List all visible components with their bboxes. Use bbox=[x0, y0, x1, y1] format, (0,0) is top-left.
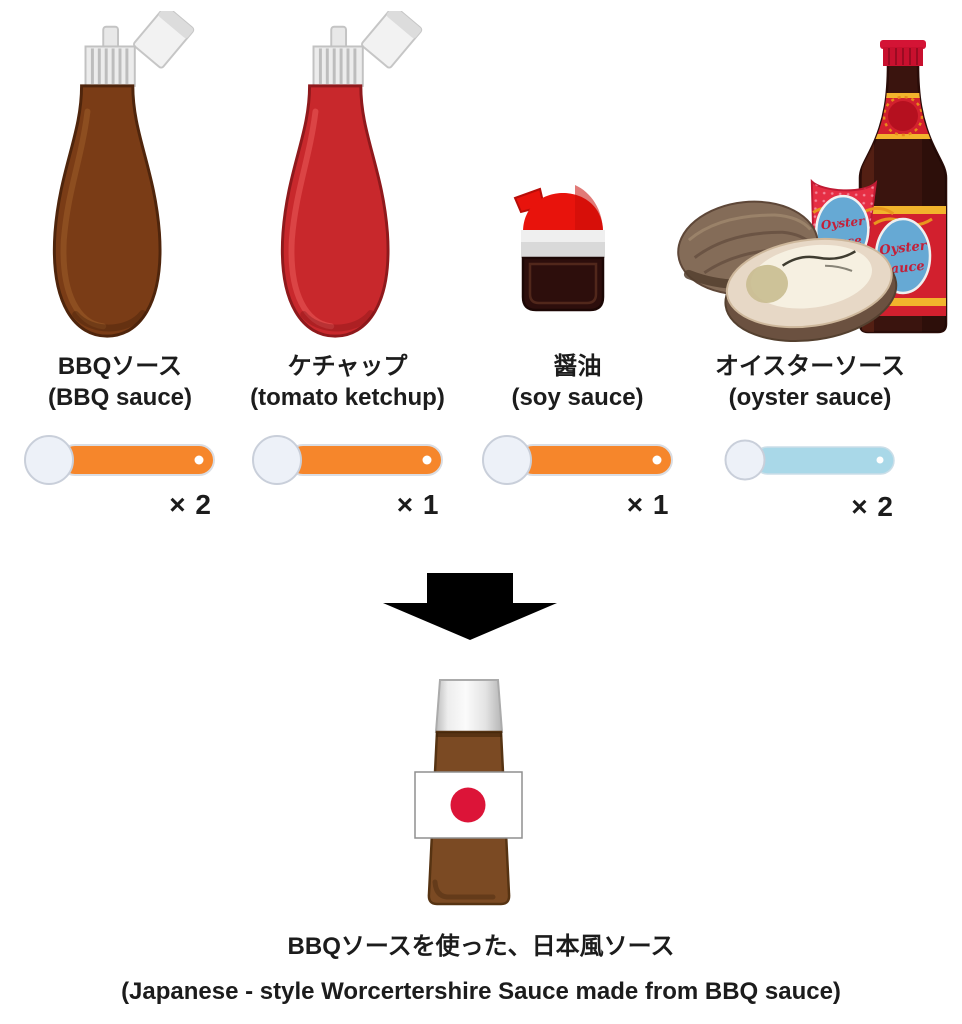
flag-sun-circle bbox=[450, 787, 486, 823]
bottle-highlight bbox=[288, 108, 334, 330]
ingredient-column-ketchup: ケチャップ (tomato ketchup) × 1 bbox=[240, 8, 455, 520]
bottle-shade bbox=[299, 310, 374, 332]
ingredient-column-soy: 醤油 (soy sauce) × 1 bbox=[480, 8, 675, 520]
ingredient-name-ja: ケチャップ bbox=[287, 353, 408, 380]
dome-shade bbox=[574, 185, 603, 232]
bottle-shade bbox=[72, 310, 147, 332]
ketchup-bottle-area bbox=[240, 8, 455, 346]
soy-spoon-block: × 1 bbox=[480, 434, 676, 520]
sun-medallion-icon bbox=[888, 101, 918, 131]
down-arrow bbox=[383, 573, 557, 640]
collar-highlight bbox=[520, 230, 605, 242]
ingredient-name-en: (soy sauce) bbox=[511, 384, 644, 411]
tablespoon-icon bbox=[251, 435, 443, 485]
bottle-highlight bbox=[60, 108, 107, 330]
ingredient-column-oyster: Oyster Sauce bbox=[660, 8, 960, 522]
bottom-shade bbox=[432, 879, 496, 900]
oyster-label-text: Oyster bbox=[820, 214, 867, 233]
silver-cap bbox=[434, 679, 504, 733]
soy-bottle-area bbox=[480, 8, 675, 346]
inner-outline bbox=[528, 262, 597, 305]
ribbed-cap bbox=[84, 45, 136, 87]
ingredient-amount: × 2 bbox=[851, 491, 894, 522]
ingredient-column-bbq: BBQソース (BBQ sauce) × 2 bbox=[15, 8, 225, 520]
ingredient-amount: × 1 bbox=[396, 489, 440, 520]
bbq-spoon-block: × 2 bbox=[22, 434, 218, 520]
tablespoon-icon bbox=[24, 435, 215, 485]
ingredient-name-en: (BBQ sauce) bbox=[47, 384, 193, 411]
oyster-illustration-area: Oyster Sauce bbox=[660, 8, 960, 346]
ingredient-name-en: (oyster sauce) bbox=[728, 384, 892, 411]
ingredient-name-ja: BBQソース bbox=[57, 353, 183, 380]
ingredient-name-ja: 醤油 bbox=[553, 353, 602, 380]
oyster-sauce-illustration: Oyster Sauce bbox=[677, 40, 948, 343]
bottle-body bbox=[521, 256, 604, 312]
flip-cap-icon bbox=[133, 11, 195, 69]
tablespoon-icon bbox=[481, 435, 673, 485]
ribbed-cap bbox=[312, 45, 364, 87]
result-caption-en: (Japanese - style Worcertershire Sauce m… bbox=[121, 978, 841, 1005]
neck-label bbox=[860, 93, 946, 139]
flip-cap-icon bbox=[360, 11, 422, 69]
soy-sauce-bottle-illustration bbox=[513, 185, 605, 312]
neck-shadow bbox=[436, 732, 502, 737]
ketchup-bottle-illustration bbox=[280, 11, 422, 338]
oyster-shell-front bbox=[724, 237, 898, 343]
ketchup-spoon-block: × 1 bbox=[250, 434, 446, 520]
ingredient-amount: × 2 bbox=[169, 489, 212, 520]
bottle-cap-red bbox=[880, 40, 926, 66]
bbq-sauce-bottle-illustration bbox=[52, 11, 195, 338]
bbq-bottle-area bbox=[15, 8, 225, 346]
ingredient-name-en: (tomato ketchup) bbox=[250, 384, 445, 411]
oyster-spoon-block: × 2 bbox=[724, 434, 896, 522]
result-caption-ja: BBQソースを使った、日本風ソース bbox=[287, 933, 675, 960]
down-arrow-icon bbox=[383, 573, 557, 640]
teaspoon-icon bbox=[724, 439, 895, 481]
ingredient-name-ja: オイスターソース bbox=[714, 353, 906, 380]
result-bottle bbox=[413, 676, 525, 908]
result-bottle-illustration bbox=[414, 679, 523, 906]
japan-flag-icon bbox=[414, 771, 523, 839]
oyster-label-text: Oyster bbox=[879, 238, 929, 258]
ingredient-amount: × 1 bbox=[626, 489, 670, 520]
